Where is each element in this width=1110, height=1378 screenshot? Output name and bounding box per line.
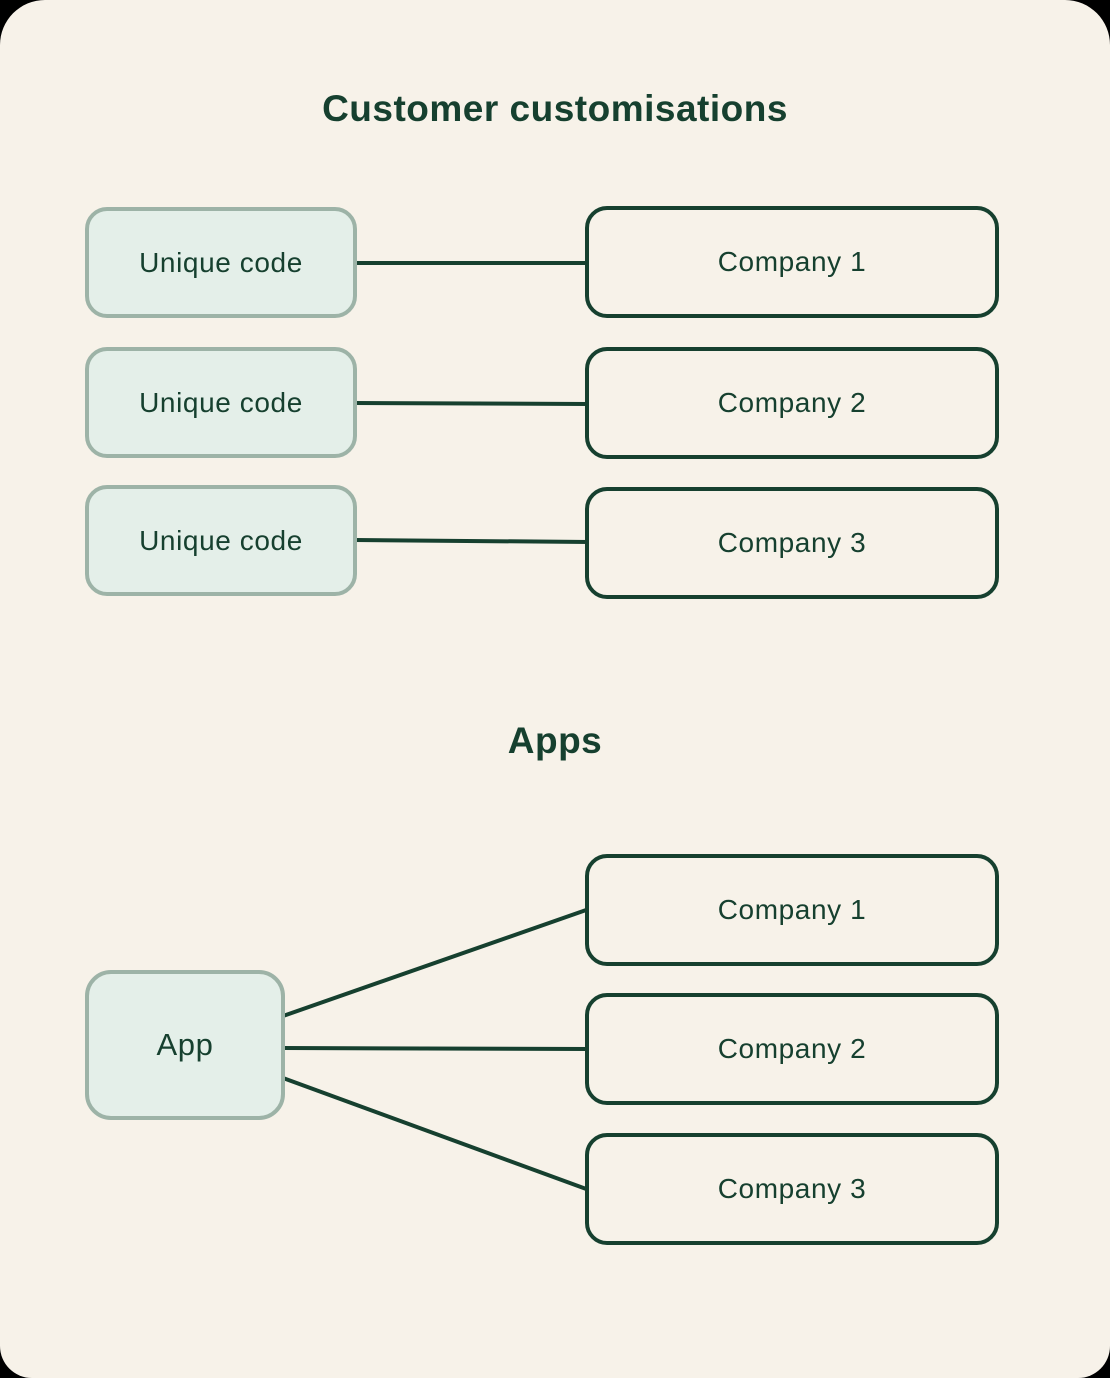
connector-app-company1 xyxy=(282,907,590,1018)
node-unique-code-2: Unique code xyxy=(85,347,357,458)
connector-app-company3 xyxy=(282,1076,590,1192)
connector-uniquecode2-company2 xyxy=(354,401,590,406)
node-unique-code-1: Unique code xyxy=(85,207,357,318)
node-company-2: Company 2 xyxy=(585,347,999,459)
node-unique-code-3: Unique code xyxy=(85,485,357,596)
node-app: App xyxy=(85,970,285,1120)
node-apps-company-3: Company 3 xyxy=(585,1133,999,1245)
section-title-apps: Apps xyxy=(507,720,603,761)
connector-app-company2 xyxy=(282,1046,590,1051)
connector-uniquecode3-company3 xyxy=(354,538,590,544)
node-apps-company-2: Company 2 xyxy=(585,993,999,1105)
node-company-3: Company 3 xyxy=(585,487,999,599)
node-company-1: Company 1 xyxy=(585,206,999,318)
section-title-customer-customisations: Customer customisations xyxy=(322,88,788,129)
node-apps-company-1: Company 1 xyxy=(585,854,999,966)
